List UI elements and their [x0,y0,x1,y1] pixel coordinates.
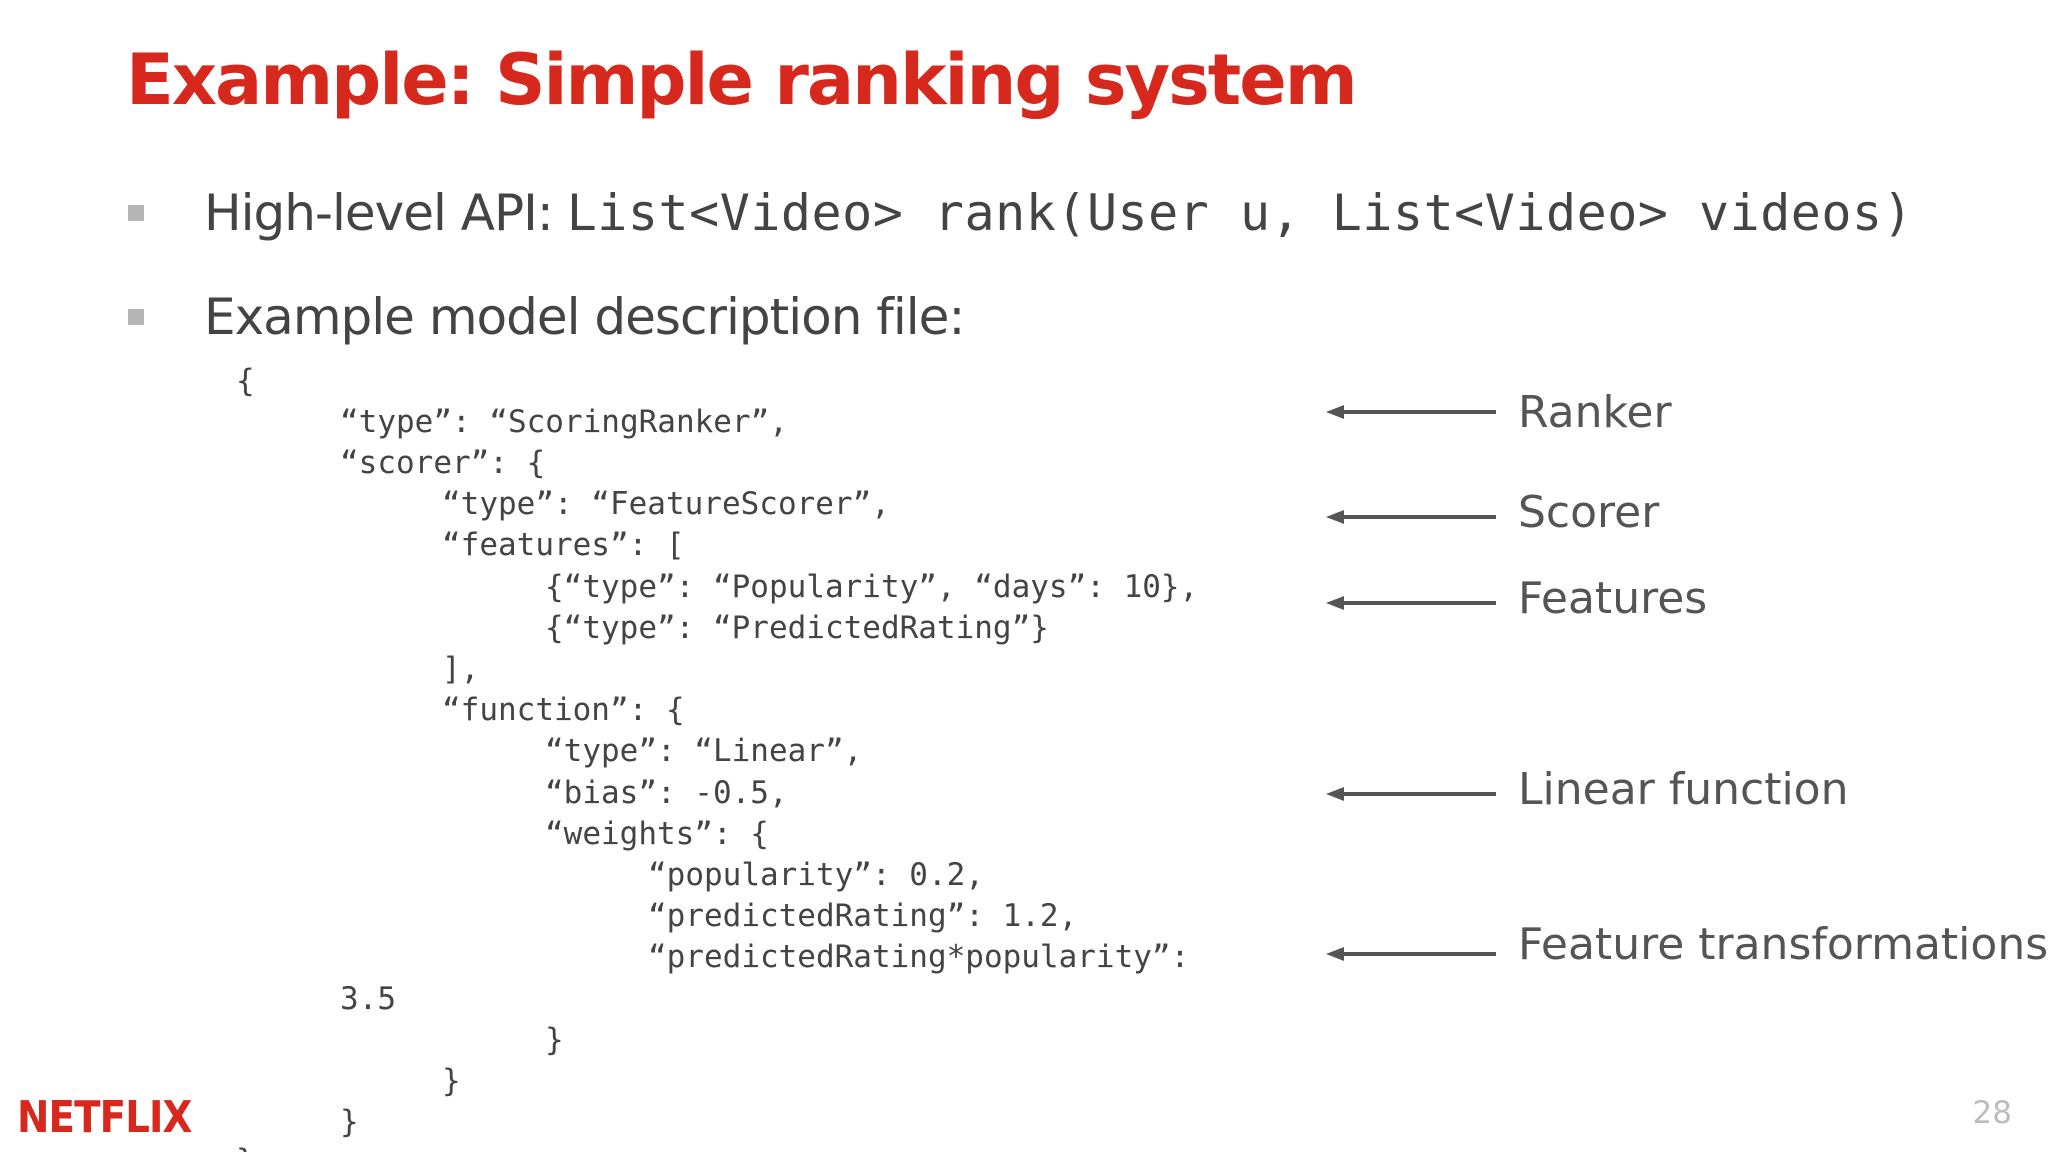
code-line: “weights”: { [545,816,769,852]
code-line: {“type”: “PredictedRating”} [545,610,1049,646]
code-line: “type”: “FeatureScorer”, [442,486,890,522]
bullet-square-icon [128,309,144,325]
code-line: } [340,1104,359,1140]
arrow-left-icon [1326,405,1496,419]
code-line: “type”: “ScoringRanker”, [340,404,788,440]
code-line: “popularity”: 0.2, [648,857,984,893]
code-line: “predictedRating”: 1.2, [648,898,1078,934]
code-line: “function”: { [442,692,685,728]
code-line: “predictedRating*popularity”: [648,939,1190,975]
bullet-api-signature: List<Video> rank(User u, List<Video> vid… [566,184,1914,242]
code-line: } [442,1063,461,1099]
code-line: } [236,1141,255,1152]
code-line: “bias”: -0.5, [545,775,788,811]
code-line: “features”: [ [442,527,685,563]
annotation-scorer: Scorer [1518,487,1660,538]
annotation-features: Features [1518,573,1708,624]
arrow-left-icon [1326,510,1496,524]
code-line: { [236,363,255,399]
bullet-model-file-label: Example model description file: [204,288,965,346]
code-line: “scorer”: { [340,445,546,481]
code-line: “type”: “Linear”, [545,733,863,769]
code-line: ], [442,651,480,687]
code-line: 3.5 [340,981,396,1017]
bullet-api: High-level API: List<Video> rank(User u,… [128,178,1913,248]
arrow-left-icon [1326,947,1496,961]
arrow-left-icon [1326,596,1496,610]
bullet-model-file: Example model description file: [128,282,965,352]
annotation-ranker: Ranker [1518,387,1672,438]
annotation-feature-transformations: Feature transformations [1518,919,2048,970]
bullet-square-icon [128,205,144,221]
arrow-left-icon [1326,787,1496,801]
annotation-linear-function: Linear function [1518,764,1849,815]
netflix-logo: NETFLIX [17,1092,192,1143]
slide-title: Example: Simple ranking system [126,39,1358,121]
page-number: 28 [1972,1095,2012,1131]
code-line: {“type”: “Popularity”, “days”: 10}, [545,569,1199,605]
bullet-api-label: High-level API: [204,184,554,242]
code-line: } [545,1022,564,1058]
